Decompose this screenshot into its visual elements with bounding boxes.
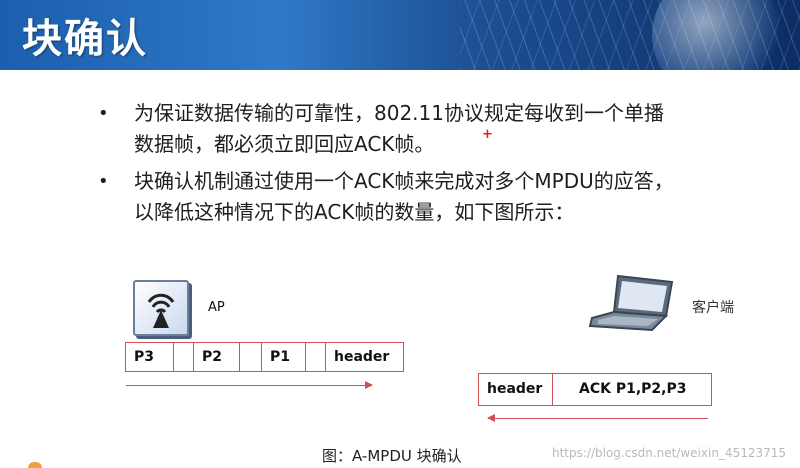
bullet-line: 为保证数据传输的可靠性，802.11协议规定每收到一个单播	[134, 101, 664, 125]
ap-frame-sequence: P3 P2 P1 header	[125, 342, 404, 372]
wireless-access-point-icon	[133, 280, 189, 336]
arrow-right	[126, 381, 373, 389]
client-ack-frame: header ACK P1,P2,P3	[478, 373, 712, 406]
slide-title: 块确认	[22, 16, 148, 62]
bullet-marker: •	[98, 103, 109, 124]
frame-cell: ACK P1,P2,P3	[553, 374, 711, 405]
figure-caption: 图：A-MPDU 块确认	[322, 447, 462, 465]
bullet-item: • 块确认机制通过使用一个ACK帧来完成对多个MPDU的应答， 以降低这种情况下…	[98, 166, 738, 228]
bullet-line: 块确认机制通过使用一个ACK帧来完成对多个MPDU的应答，	[134, 169, 674, 193]
corner-decoration	[28, 462, 42, 468]
frame-cell: header	[479, 374, 553, 405]
frame-gap	[306, 343, 326, 371]
frame-cell: P2	[194, 343, 240, 371]
arrow-left	[487, 414, 708, 422]
header-banner	[0, 0, 800, 70]
laptop-icon	[588, 274, 674, 332]
bullet-item: • 为保证数据传输的可靠性，802.11协议规定每收到一个单播 数据帧，都必须立…	[98, 98, 738, 160]
client-label: 客户端	[692, 300, 734, 316]
globe-decoration	[652, 0, 782, 70]
red-plus-mark: +	[482, 127, 493, 142]
frame-cell: P3	[126, 343, 174, 371]
frame-cell: header	[326, 343, 403, 371]
bullet-list: • 为保证数据传输的可靠性，802.11协议规定每收到一个单播 数据帧，都必须立…	[98, 98, 738, 234]
ap-label: AP	[208, 300, 225, 315]
frame-cell: P1	[262, 343, 306, 371]
bullet-line: 以降低这种情况下的ACK帧的数量，如下图所示：	[134, 200, 575, 224]
frame-gap	[174, 343, 194, 371]
bullet-line: 数据帧，都必须立即回应ACK帧。	[134, 132, 435, 156]
frame-gap	[240, 343, 262, 371]
bullet-marker: •	[98, 171, 109, 192]
watermark: https://blog.csdn.net/weixin_45123715	[552, 446, 787, 460]
